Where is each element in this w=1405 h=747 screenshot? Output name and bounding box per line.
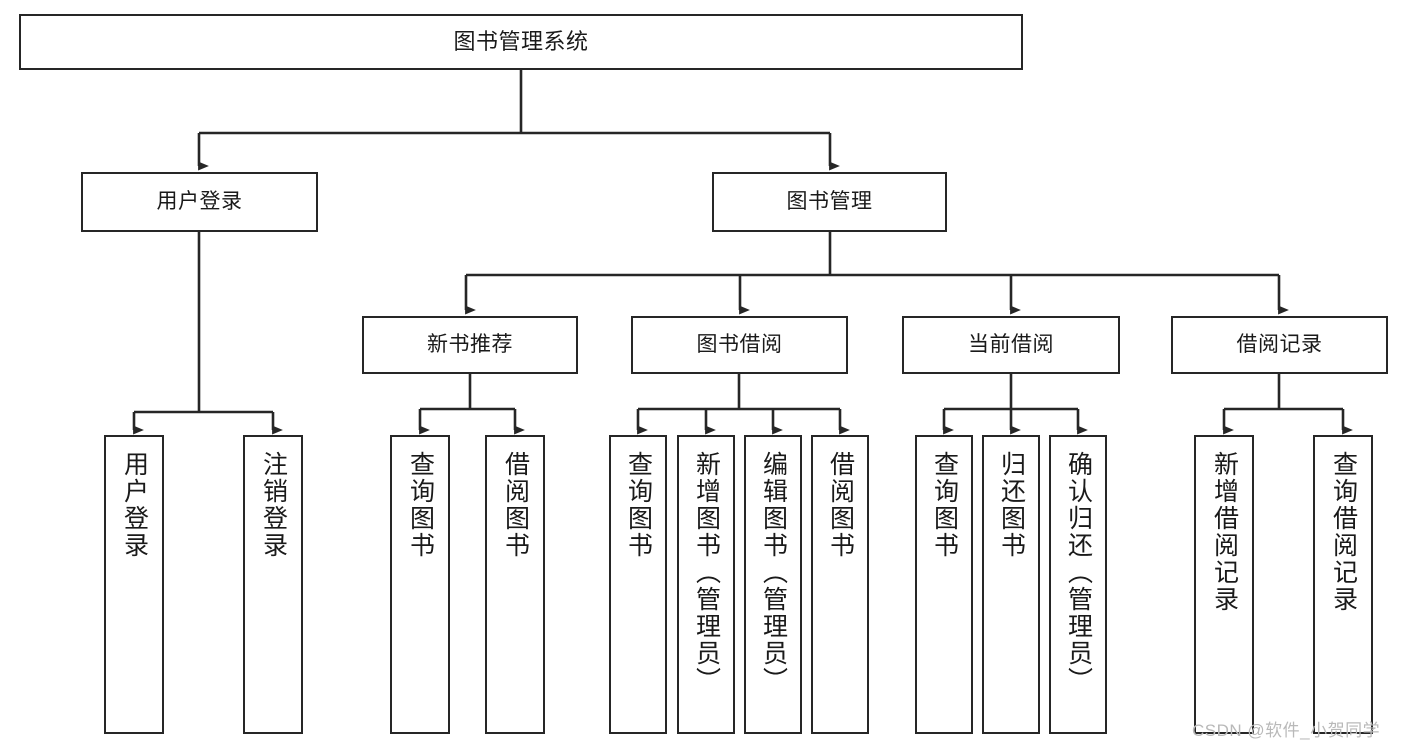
node-book-manage-label: 图书管理 xyxy=(786,190,873,214)
node-leaf-query-book-2-label: 查询图书 xyxy=(624,451,653,559)
node-leaf-return-book-label: 归还图书 xyxy=(997,451,1026,559)
node-leaf-query-record-label: 查询借阅记录 xyxy=(1329,451,1358,613)
node-leaf-borrow-book-2[interactable]: 借阅图书 xyxy=(811,435,869,734)
node-leaf-add-book[interactable]: 新增图书（管理员） xyxy=(677,435,735,734)
node-leaf-confirm-return-label: 确认归还（管理员） xyxy=(1064,451,1093,694)
node-leaf-borrow-book-1-label: 借阅图书 xyxy=(501,451,530,559)
node-root-label: 图书管理系统 xyxy=(453,28,589,54)
node-leaf-query-record[interactable]: 查询借阅记录 xyxy=(1313,435,1373,734)
node-leaf-borrow-book-1[interactable]: 借阅图书 xyxy=(485,435,545,734)
node-new-book-recommend-label: 新书推荐 xyxy=(427,333,513,357)
node-borrow-record[interactable]: 借阅记录 xyxy=(1171,316,1388,374)
node-current-borrow-label: 当前借阅 xyxy=(968,333,1054,357)
node-leaf-borrow-book-2-label: 借阅图书 xyxy=(826,451,855,559)
node-book-borrow-label: 图书借阅 xyxy=(696,333,783,357)
node-leaf-user-logout[interactable]: 注销登录 xyxy=(243,435,303,734)
node-leaf-confirm-return[interactable]: 确认归还（管理员） xyxy=(1049,435,1107,734)
node-leaf-return-book[interactable]: 归还图书 xyxy=(982,435,1040,734)
node-leaf-user-login[interactable]: 用户登录 xyxy=(104,435,164,734)
node-leaf-query-book-1-label: 查询图书 xyxy=(406,451,435,559)
node-leaf-query-book-3-label: 查询图书 xyxy=(930,451,959,559)
watermark: CSDN @软件_小贺同学 xyxy=(1192,721,1381,740)
node-root[interactable]: 图书管理系统 xyxy=(19,14,1023,70)
node-leaf-user-login-label: 用户登录 xyxy=(120,451,149,559)
node-leaf-user-logout-label: 注销登录 xyxy=(259,451,288,559)
node-book-manage[interactable]: 图书管理 xyxy=(712,172,947,232)
node-leaf-add-record[interactable]: 新增借阅记录 xyxy=(1194,435,1254,734)
node-user-login[interactable]: 用户登录 xyxy=(81,172,318,232)
node-book-borrow[interactable]: 图书借阅 xyxy=(631,316,848,374)
node-leaf-query-book-1[interactable]: 查询图书 xyxy=(390,435,450,734)
node-current-borrow[interactable]: 当前借阅 xyxy=(902,316,1120,374)
node-borrow-record-label: 借阅记录 xyxy=(1236,333,1323,357)
node-leaf-edit-book[interactable]: 编辑图书（管理员） xyxy=(744,435,802,734)
node-leaf-query-book-3[interactable]: 查询图书 xyxy=(915,435,973,734)
node-leaf-add-record-label: 新增借阅记录 xyxy=(1210,451,1239,613)
node-leaf-edit-book-label: 编辑图书（管理员） xyxy=(759,451,788,694)
node-user-login-label: 用户登录 xyxy=(156,190,243,214)
node-new-book-recommend[interactable]: 新书推荐 xyxy=(362,316,578,374)
node-leaf-add-book-label: 新增图书（管理员） xyxy=(692,451,721,694)
node-leaf-query-book-2[interactable]: 查询图书 xyxy=(609,435,667,734)
